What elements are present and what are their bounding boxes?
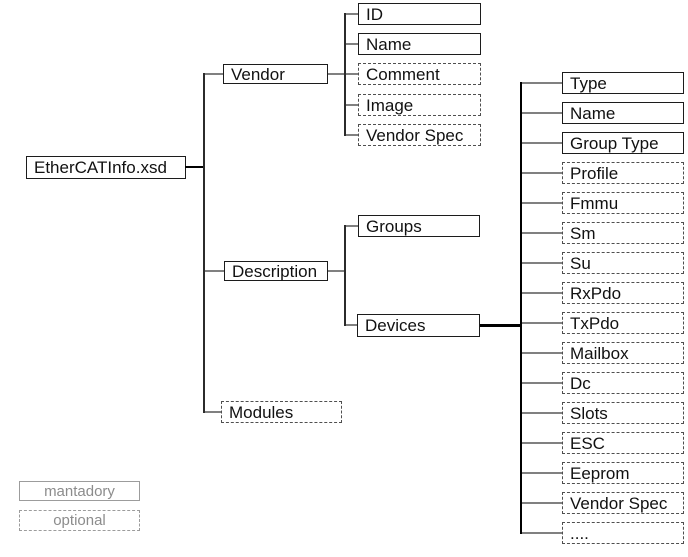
connector-ellipsis	[522, 532, 562, 534]
connector-comment	[346, 73, 358, 75]
connector-name	[346, 43, 358, 45]
node-txpdo: TxPdo	[562, 312, 684, 334]
connector-description-out	[328, 270, 345, 272]
connector-groups	[346, 225, 358, 227]
node-device-name: Name	[562, 102, 684, 124]
connector-description	[205, 270, 224, 272]
connector-sm	[522, 232, 562, 234]
connector-devices-out	[480, 324, 522, 327]
node-vendor: Vendor	[223, 64, 328, 84]
node-device-vendor-spec: Vendor Spec	[562, 492, 684, 514]
node-esc: ESC	[562, 432, 684, 454]
node-ethercatinfo-xsd: EtherCATInfo.xsd	[26, 156, 186, 179]
connector-id	[346, 13, 358, 15]
node-fmmu: Fmmu	[562, 192, 684, 214]
node-su: Su	[562, 252, 684, 274]
node-slots: Slots	[562, 402, 684, 424]
trunk-vendor-children	[344, 13, 346, 136]
connector-mailbox	[522, 352, 562, 354]
node-image: Image	[358, 94, 481, 116]
trunk-devices-children	[520, 82, 522, 534]
connector-vendor-out	[328, 73, 345, 75]
node-id: ID	[358, 3, 481, 25]
connector-rxpdo	[522, 292, 562, 294]
node-type: Type	[562, 72, 684, 94]
node-mailbox: Mailbox	[562, 342, 684, 364]
node-profile: Profile	[562, 162, 684, 184]
connector-modules	[205, 411, 221, 413]
connector-txpdo	[522, 322, 562, 324]
connector-type	[522, 82, 562, 84]
node-rxpdo: RxPdo	[562, 282, 684, 304]
connector-devices	[346, 324, 357, 326]
legend-mandatory: mantadory	[19, 481, 140, 501]
connector-fmmu	[522, 202, 562, 204]
trunk-root-children	[203, 73, 205, 413]
node-vendor-name: Name	[358, 33, 481, 55]
node-groups: Groups	[358, 215, 480, 237]
connector-root	[185, 166, 205, 168]
node-description: Description	[224, 261, 328, 281]
legend-optional: optional	[19, 510, 140, 531]
connector-dc	[522, 382, 562, 384]
node-comment: Comment	[358, 63, 481, 85]
node-sm: Sm	[562, 222, 684, 244]
node-ellipsis: ....	[562, 522, 684, 544]
node-modules: Modules	[221, 401, 342, 423]
node-eeprom: Eeprom	[562, 462, 684, 484]
connector-group-type	[522, 142, 562, 144]
connector-image	[346, 104, 358, 106]
connector-eeprom	[522, 472, 562, 474]
connector-device-name	[522, 112, 562, 114]
connector-slots	[522, 412, 562, 414]
node-vendor-spec: Vendor Spec	[358, 124, 481, 146]
node-devices: Devices	[357, 314, 480, 337]
connector-device-vendor-spec	[522, 502, 562, 504]
connector-su	[522, 262, 562, 264]
connector-vendor-spec	[346, 134, 358, 136]
connector-esc	[522, 442, 562, 444]
connector-vendor	[205, 73, 223, 75]
node-dc: Dc	[562, 372, 684, 394]
connector-profile	[522, 172, 562, 174]
node-group-type: Group Type	[562, 132, 684, 154]
trunk-description-children	[344, 225, 346, 326]
